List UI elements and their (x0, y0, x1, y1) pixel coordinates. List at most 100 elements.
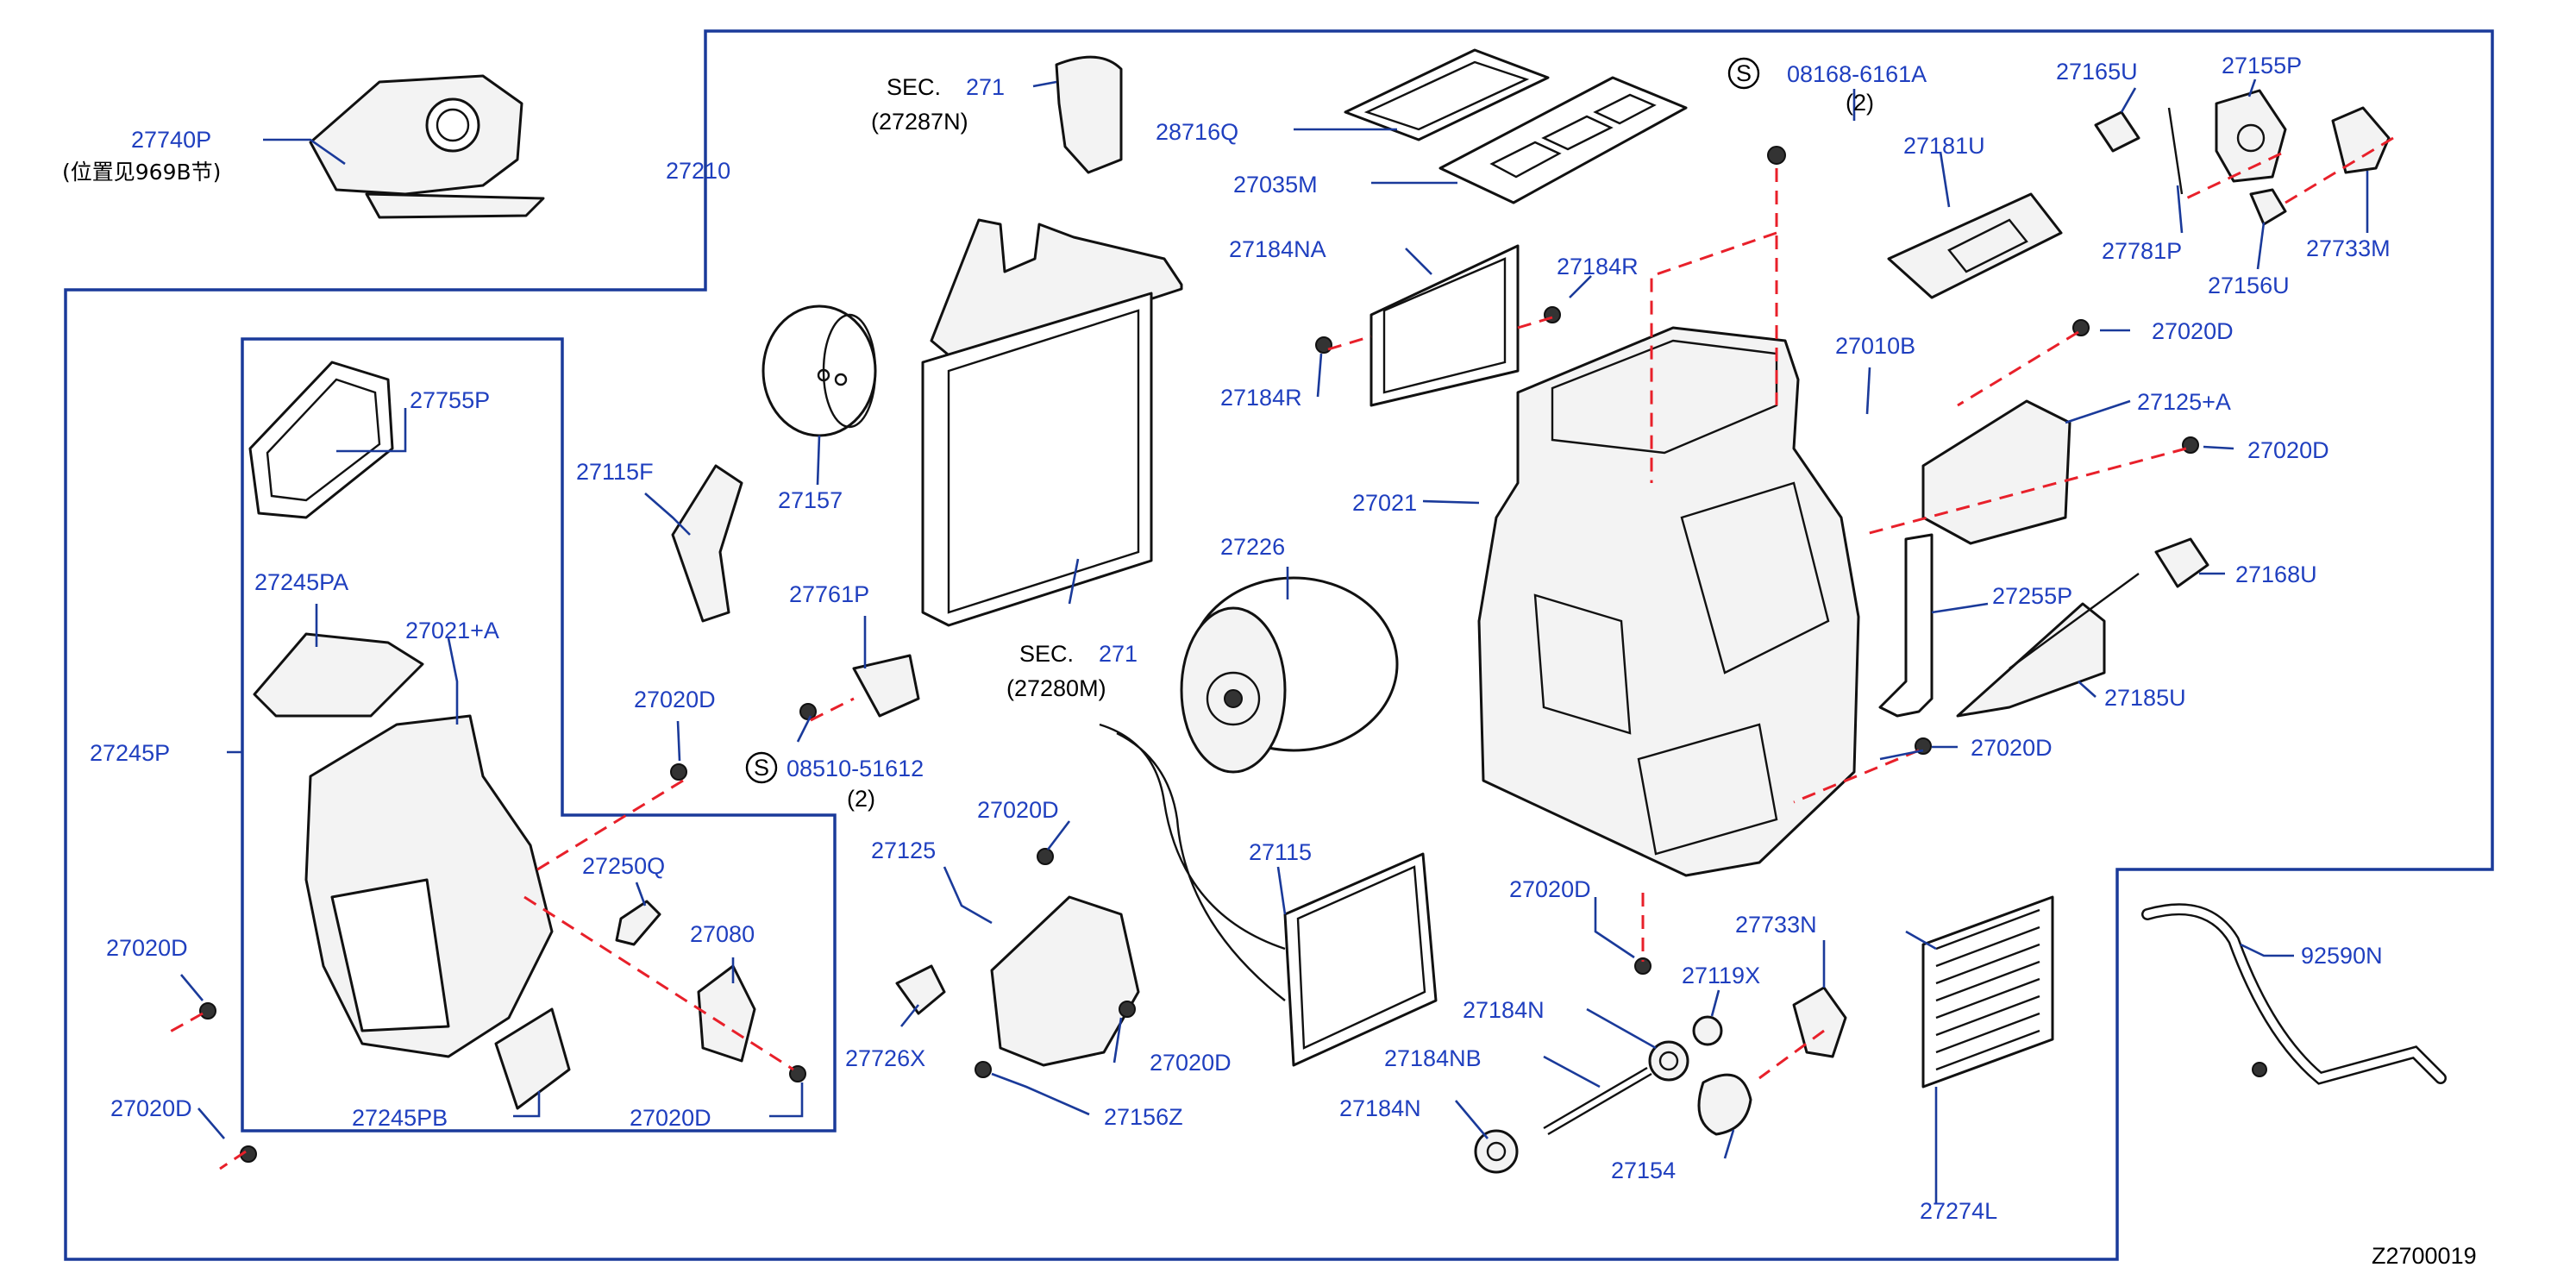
label-27020D-r2: 27020D (2247, 437, 2329, 463)
label-27733N: 27733N (1735, 912, 1817, 938)
label-27115: 27115 (1249, 839, 1312, 865)
part-27165U-clip (2094, 110, 2140, 153)
sub-assembly-frame (241, 337, 837, 1133)
label-27245PB: 27245PB (352, 1105, 448, 1131)
label-27185U: 27185U (2104, 685, 2186, 711)
part-27156U-gear (2249, 188, 2287, 226)
label-27245PA: 27245PA (254, 569, 348, 595)
leader-lines (180, 78, 2369, 1203)
label-27740P: 27740P (131, 127, 211, 153)
label-sec271-mid-prefix: SEC. (1019, 641, 1074, 667)
part-27274L-filter (1921, 895, 2054, 1089)
part-27740P-duct (309, 74, 545, 219)
part-27185U-motor (1956, 573, 2140, 718)
screw-icons (199, 146, 2267, 1163)
part-27154-gear (1697, 1073, 1752, 1136)
part-27245PB-grille (494, 1007, 571, 1110)
label-27115F: 27115F (576, 459, 654, 485)
part-27255P-pipe (1878, 533, 1934, 718)
label-27184N-a: 27184N (1463, 997, 1545, 1023)
part-27021A-housing (304, 714, 554, 1058)
label-27184NB: 27184NB (1384, 1045, 1482, 1071)
label-27245P: 27245P (90, 740, 170, 766)
label-27255P: 27255P (1992, 583, 2072, 609)
label-27020D-left1: 27020D (106, 935, 188, 961)
part-27184NA-filter (1369, 244, 1520, 407)
label-27021: 27021 (1352, 490, 1417, 516)
s-badge-1: S (1736, 60, 1752, 86)
s-badge-circle-1 (1727, 57, 1760, 90)
label-27184NA: 27184NA (1229, 236, 1326, 262)
part-27119X-gear (1692, 1015, 1723, 1046)
part-27245PA-grille (253, 632, 424, 718)
label-27250Q: 27250Q (582, 853, 665, 879)
s-badge-circle-2 (745, 751, 778, 784)
part-27125A-duct (1921, 399, 2071, 545)
label-27184R-b: 27184R (1220, 385, 1302, 411)
label-27020D-r1: 27020D (2152, 318, 2234, 344)
part-27726X-sensor (895, 964, 946, 1015)
label-sec271-top-code: (27287N) (871, 109, 968, 135)
part-27021-heater-unit (1477, 326, 1860, 877)
label-27125A: 27125+A (2137, 389, 2231, 415)
label-27010B: 27010B (1835, 333, 1915, 359)
label-27035M: 27035M (1233, 172, 1318, 198)
part-27155P-actuator (2215, 89, 2287, 183)
part-27080-actuator (697, 964, 756, 1063)
label-27020D-d: 27020D (1509, 876, 1591, 902)
label-27184N-b: 27184N (1339, 1095, 1421, 1121)
label-27156U: 27156U (2208, 273, 2290, 298)
label-27020D-left2: 27020D (110, 1095, 192, 1121)
label-27168U: 27168U (2235, 562, 2317, 587)
label-27755P: 27755P (410, 387, 490, 413)
label-27125: 27125 (871, 838, 936, 863)
part-27168U-actuator (2154, 537, 2209, 588)
part-27115-heater-core (1099, 723, 1438, 1067)
label-27020D-a: 27020D (634, 687, 716, 712)
label-sec271-top-prefix: SEC. (887, 74, 941, 100)
label-27733M: 27733M (2306, 235, 2391, 261)
label-08510-51612: 08510-51612 (787, 756, 924, 781)
part-27761P-resistor (852, 654, 920, 718)
label-27226: 27226 (1220, 534, 1285, 560)
part-27157-canister (762, 304, 877, 437)
label-08510-qty: (2) (847, 786, 875, 812)
part-27733M-actuator (2331, 106, 2391, 174)
label-27080: 27080 (690, 921, 755, 947)
label-27155P: 27155P (2222, 53, 2302, 78)
part-27184NB-shaft (1543, 1066, 1652, 1136)
label-27119X: 27119X (1682, 963, 1760, 988)
label-sec271-mid-code: (27280M) (1006, 675, 1106, 701)
label-27184R-a: 27184R (1557, 254, 1639, 279)
label-27781P: 27781P (2102, 238, 2182, 264)
label-27154: 27154 (1611, 1158, 1676, 1183)
label-27726X: 27726X (845, 1045, 925, 1071)
label-27020D-e: 27020D (1150, 1050, 1232, 1076)
part-sec271-hose (1055, 55, 1123, 174)
part-28716Q-frame (1344, 48, 1550, 141)
label-diagram-id: Z2700019 (2372, 1243, 2477, 1269)
dashed-assembly-lines (163, 136, 2394, 1170)
label-27274L: 27274L (1920, 1198, 1997, 1224)
label-sec271-top-num: 271 (966, 74, 1005, 100)
label-27021A: 27021+A (405, 618, 499, 643)
part-27184N-gear-a (1648, 1040, 1689, 1082)
label-27020D-c: 27020D (1971, 735, 2053, 761)
label-27156Z: 27156Z (1104, 1104, 1183, 1130)
label-28716Q: 28716Q (1156, 119, 1238, 145)
label-27210: 27210 (666, 158, 730, 184)
label-27181U: 27181U (1903, 133, 1985, 159)
label-08168-6161A: 08168-6161A (1787, 61, 1927, 87)
s-badge-2: S (754, 755, 769, 781)
part-27125-duct (990, 895, 1140, 1067)
part-27181U-actuator (1887, 192, 2063, 299)
label-27761P: 27761P (789, 581, 869, 607)
label-92590N: 92590N (2301, 943, 2383, 969)
label-27020D-f: 27020D (630, 1105, 711, 1131)
label-27020D-b: 27020D (977, 797, 1059, 823)
part-27755P-seal (248, 361, 394, 519)
label-sec271-mid-num: 271 (1099, 641, 1138, 667)
part-27184N-gear-b (1474, 1129, 1519, 1174)
part-92590N-hose (2141, 903, 2447, 1085)
